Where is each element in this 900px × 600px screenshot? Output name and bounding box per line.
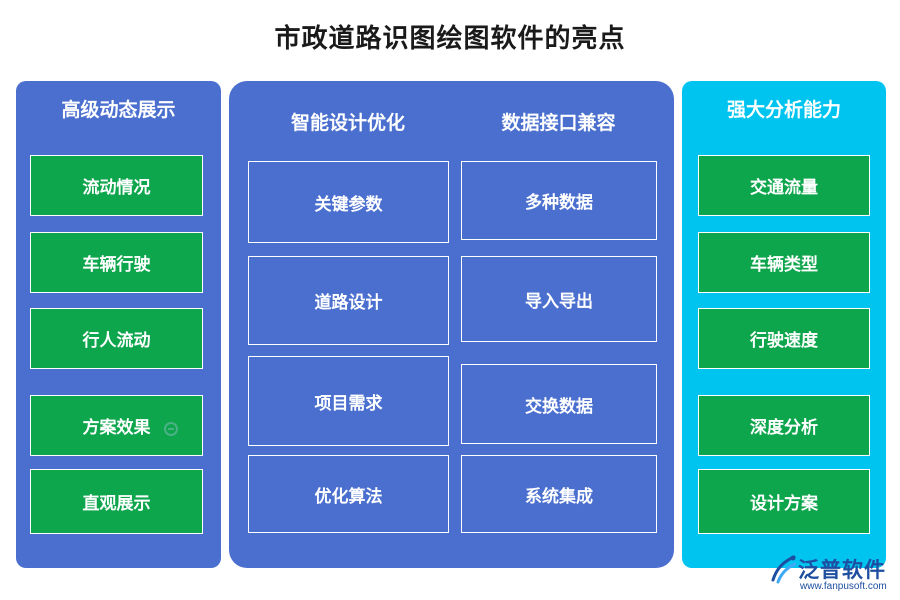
design-item: 优化算法 xyxy=(248,455,449,533)
dynamic-display-heading: 高级动态展示 xyxy=(61,99,176,121)
design-item: 关键参数 xyxy=(248,161,449,243)
interface-item: 系统集成 xyxy=(461,455,657,533)
left-item: 流动情况 xyxy=(30,155,203,216)
fanpu-logo-icon xyxy=(771,555,797,584)
right-item: 设计方案 xyxy=(698,469,870,534)
left-item: 行人流动 xyxy=(30,308,203,369)
interface-item: 多种数据 xyxy=(461,161,657,240)
brand-name: 泛普软件 xyxy=(798,558,886,582)
design-item: 项目需求 xyxy=(248,356,449,446)
smart-design-heading: 智能设计优化 xyxy=(290,112,405,134)
brand-url: www.fanpusoft.com xyxy=(800,581,887,592)
left-item: 方案效果 xyxy=(30,395,203,456)
analysis-heading: 强大分析能力 xyxy=(726,99,841,121)
interface-item: 导入导出 xyxy=(461,256,657,342)
watermark-icon xyxy=(163,418,225,440)
design-item: 道路设计 xyxy=(248,256,449,345)
brand-logo: 泛普软件 www.fanpusoft.com xyxy=(768,552,896,598)
dynamic-display-panel: 高级动态展示 流动情况 车辆行驶 行人流动 方案效果 直观展示 xyxy=(16,81,221,568)
data-interface-heading: 数据接口兼容 xyxy=(501,112,616,134)
interface-item: 交换数据 xyxy=(461,364,657,444)
middle-panel: 智能设计优化 数据接口兼容 关键参数 道路设计 项目需求 优化算法 多种数据 导… xyxy=(229,81,674,568)
left-item: 直观展示 xyxy=(30,469,203,534)
right-item: 车辆类型 xyxy=(698,232,870,293)
analysis-panel: 强大分析能力 交通流量 车辆类型 行驶速度 深度分析 设计方案 xyxy=(682,81,886,568)
left-item: 车辆行驶 xyxy=(30,232,203,293)
diagram-title: 市政道路识图绘图软件的亮点 xyxy=(274,24,626,54)
right-item: 交通流量 xyxy=(698,155,870,216)
right-item: 深度分析 xyxy=(698,395,870,456)
right-item: 行驶速度 xyxy=(698,308,870,369)
